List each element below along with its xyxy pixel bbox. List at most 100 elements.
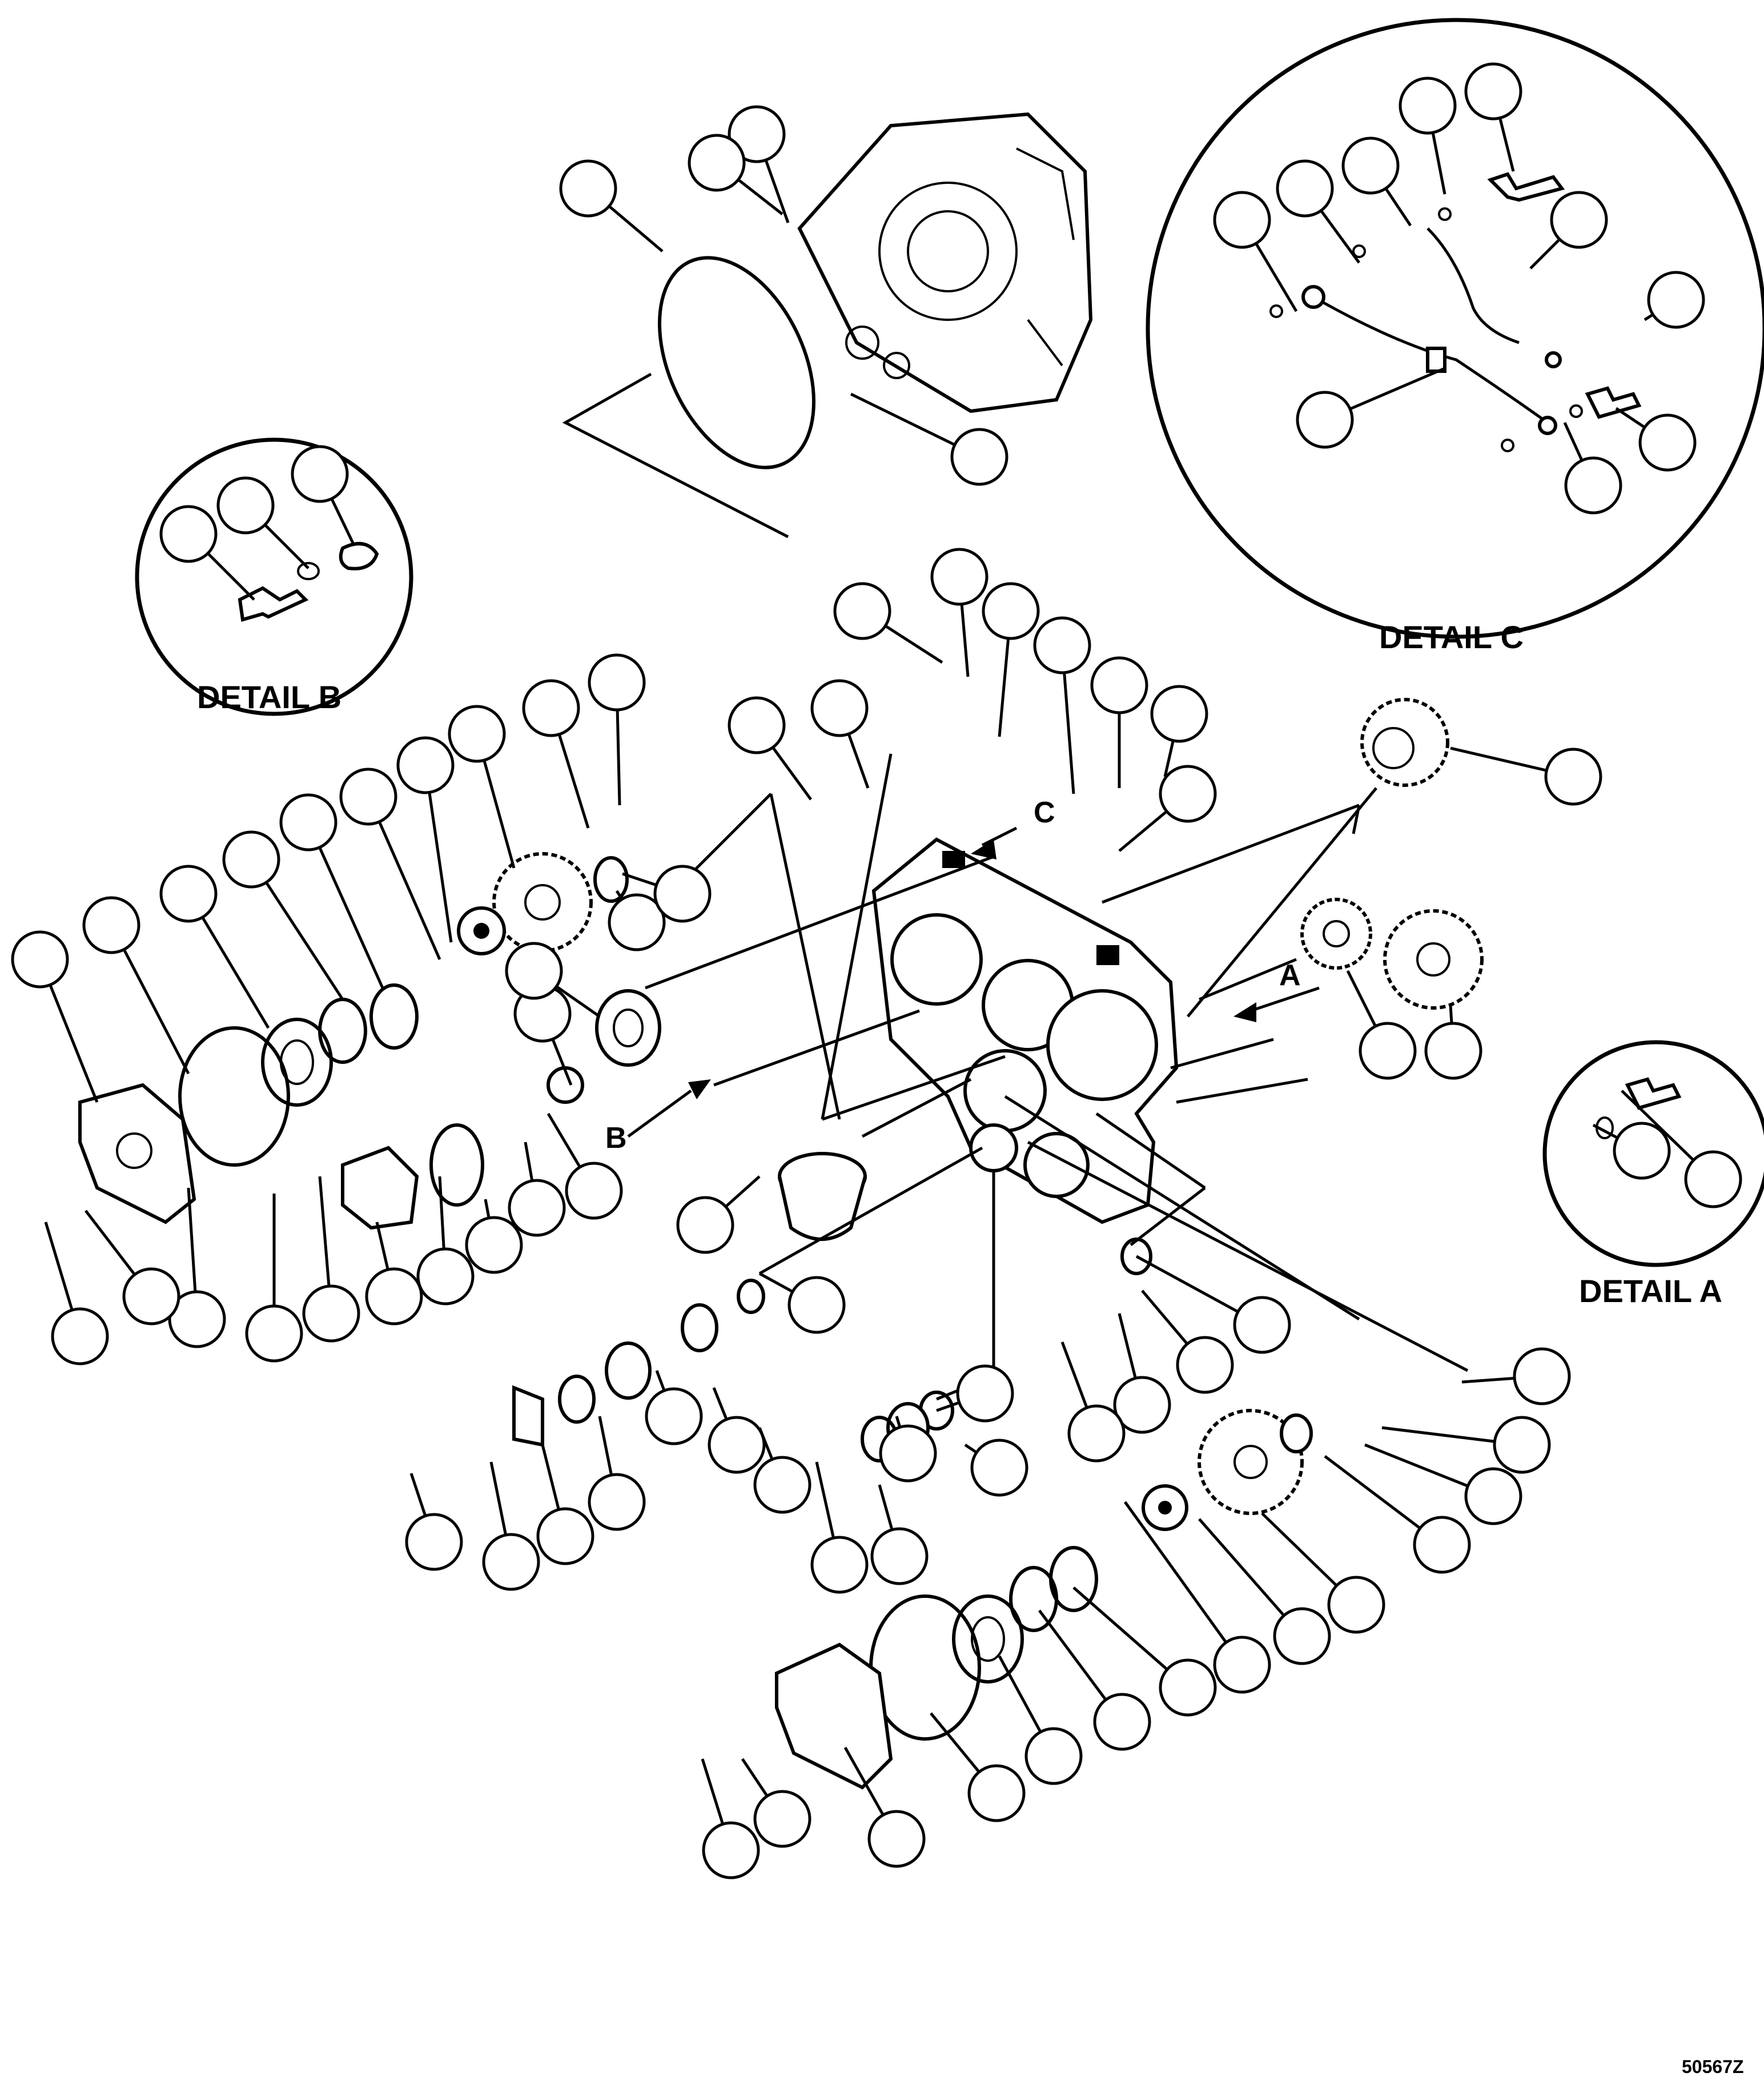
callout-bubble-34 <box>222 830 280 889</box>
callout-bubble-6 <box>1276 159 1334 218</box>
left-hub <box>457 906 506 955</box>
callout-bubble-80 <box>1213 1636 1271 1694</box>
sleeve-cylinder <box>778 1152 867 1241</box>
callout-bubble-22 <box>1090 656 1148 714</box>
callout-bubble-14 <box>1564 456 1622 515</box>
callout-circles <box>11 62 1742 1879</box>
detail-a-circle <box>1542 1040 1764 1267</box>
callout-bubble-52 <box>245 1304 303 1363</box>
callout-bubble-44 <box>1684 1150 1742 1208</box>
callout-bubble-49 <box>416 1247 475 1305</box>
callout-leader-31 <box>424 765 453 943</box>
callout-bubble-47 <box>508 1179 566 1237</box>
callout-bubble-51 <box>302 1284 360 1343</box>
arrow-c: C <box>971 796 1055 859</box>
callout-bubble-85 <box>867 1810 926 1868</box>
callout-bubble-70 <box>482 1533 540 1591</box>
callout-bubble-3 <box>559 159 617 218</box>
callout-bubble-40 <box>608 893 666 951</box>
callout-bubble-50 <box>365 1267 423 1325</box>
callout-bubble-21 <box>1033 616 1091 674</box>
callout-bubble-77 <box>1413 1516 1471 1574</box>
callout-bubble-26 <box>1159 765 1217 823</box>
callout-bubble-7 <box>1341 136 1400 195</box>
callout-bubble-72 <box>810 1536 869 1594</box>
callout-bubble-4 <box>950 428 1008 486</box>
callout-bubble-55 <box>51 1307 109 1365</box>
callout-bubble-64 <box>970 1439 1028 1497</box>
callout-bubble-69 <box>536 1507 594 1565</box>
callout-bubble-16 <box>216 476 275 535</box>
idler-gear-small <box>1300 898 1372 970</box>
callout-bubble-13 <box>1638 413 1697 472</box>
callout-bubble-23 <box>1150 685 1208 743</box>
callout-bubble-87 <box>702 1821 760 1879</box>
callout-bubble-17 <box>291 445 349 503</box>
callout-bubble-75 <box>1493 1416 1551 1474</box>
detail-b-circle <box>135 437 413 716</box>
callout-bubble-30 <box>448 705 506 763</box>
callout-bubble-68 <box>588 1473 646 1531</box>
figure-number: 50567Z <box>1682 2056 1744 2077</box>
callout-bubble-82 <box>1093 1693 1151 1751</box>
callout-bubble-33 <box>279 793 337 851</box>
left-small-o-ring <box>429 1123 484 1207</box>
callout-bubble-59 <box>1176 1336 1234 1394</box>
callout-bubble-11 <box>1647 271 1705 329</box>
callout-bubble-65 <box>753 1456 811 1514</box>
callout-bubble-24 <box>728 696 786 754</box>
callout-bubble-35 <box>159 865 218 923</box>
callout-leader-32 <box>367 796 441 961</box>
callout-bubble-86 <box>753 1790 811 1848</box>
callout-bubble-37 <box>11 930 69 989</box>
callout-bubble-1 <box>728 105 786 163</box>
arrow-c-label: C <box>1034 796 1055 829</box>
arrow-a-label: A <box>1279 959 1301 992</box>
callout-bubble-32 <box>339 768 397 826</box>
main-gear-case <box>871 837 1179 1224</box>
detail-c-label: DETAIL C <box>1379 619 1524 655</box>
callout-bubble-53 <box>168 1290 226 1348</box>
callout-bubble-12 <box>1296 391 1354 449</box>
left-drive-gear <box>492 852 593 953</box>
callout-bubble-36 <box>82 896 140 954</box>
arrow-b: B <box>605 1079 711 1155</box>
callout-bubble-58 <box>1233 1296 1291 1354</box>
callout-bubble-15 <box>159 505 218 563</box>
flywheel-housing <box>797 112 1093 413</box>
detail-c-circle <box>1146 18 1764 639</box>
detail-c-tubes <box>1269 172 1642 452</box>
callout-bubble-20 <box>982 582 1040 640</box>
callout-bubble-60 <box>1113 1376 1171 1434</box>
callout-bubble-9 <box>1464 62 1522 120</box>
callout-bubble-5 <box>1213 191 1271 249</box>
callout-bubble-18 <box>833 582 891 640</box>
callout-bubble-28 <box>588 653 646 712</box>
callout-bubble-39 <box>505 942 563 1000</box>
callout-bubble-54 <box>122 1267 180 1325</box>
callout-bubble-10 <box>1550 191 1608 249</box>
upper-right-gear <box>1360 698 1449 787</box>
callout-bubble-84 <box>967 1764 1026 1822</box>
callout-bubble-76 <box>1464 1467 1522 1525</box>
left-snap-rings <box>318 983 419 1064</box>
callout-bubble-71 <box>405 1513 463 1571</box>
bottom-end-cover <box>775 1642 893 1790</box>
callout-bubble-62 <box>956 1364 1014 1423</box>
bottom-snap-rings <box>1009 1546 1098 1632</box>
callout-bubble-43 <box>1424 1022 1482 1080</box>
left-large-o-ring <box>178 1026 290 1167</box>
left-cover-plate <box>341 1146 419 1230</box>
left-roller-bearing <box>595 989 661 1067</box>
callout-bubble-56 <box>676 1196 734 1254</box>
callout-bubble-8 <box>1399 77 1457 135</box>
left-ball-bearing <box>261 1018 333 1107</box>
housing-leader-line <box>562 372 789 539</box>
callout-bubble-2 <box>688 134 746 192</box>
callout-leader-33 <box>307 821 384 989</box>
callout-leader-80 <box>1123 1501 1244 1666</box>
callout-bubble-48 <box>465 1216 523 1274</box>
callout-bubble-29 <box>522 679 580 737</box>
callout-bubble-31 <box>396 736 455 794</box>
left-bearing-upper <box>593 856 629 903</box>
